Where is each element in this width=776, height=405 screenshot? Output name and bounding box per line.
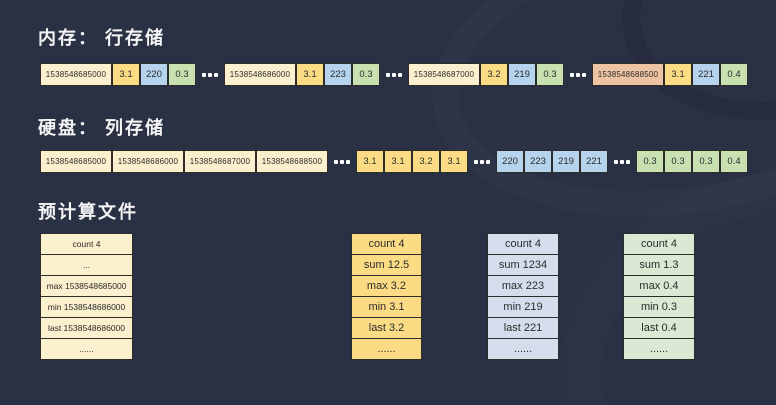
value-cell: 3.1 [664,63,692,86]
ellipsis-separator [570,72,586,77]
precomputed-table-series2: count 4 sum 1234 max 223 min 219 last 22… [487,233,559,360]
stat-row: min 219 [487,296,559,318]
stat-row: max 0.4 [623,275,695,297]
disk-row: 1538548685000 1538548686000 153854868700… [40,150,748,173]
timestamp-column-group: 1538548685000 1538548686000 153854868700… [40,150,328,173]
stat-row: max 3.2 [351,275,422,297]
stat-row: ...... [351,338,422,360]
stat-row: min 0.3 [623,296,695,318]
value-cell: 221 [580,150,608,173]
stat-row: ...... [487,338,559,360]
series3-column-group: 0.3 0.3 0.3 0.4 [636,150,748,173]
timestamp-cell: 1538548685000 [40,150,112,173]
precomputed-table-timestamp: count 4 ... max 1538548685000 min 153854… [40,233,133,360]
ellipsis-separator [474,159,490,164]
stat-row: count 4 [487,233,559,255]
value-cell: 3.1 [112,63,140,86]
ellipsis-separator [614,159,630,164]
value-cell: 0.3 [664,150,692,173]
stat-row: count 4 [623,233,695,255]
stat-row: ...... [40,338,133,360]
precomputed-table-series1: count 4 sum 12.5 max 3.2 min 3.1 last 3.… [351,233,422,360]
series1-column-group: 3.1 3.1 3.2 3.1 [356,150,468,173]
ellipsis-separator [386,72,402,77]
timestamp-cell: 1538548686000 [112,150,184,173]
value-cell: 0.3 [536,63,564,86]
timestamp-cell-highlighted: 1538548688500 [592,63,664,86]
timestamp-cell: 1538548685000 [40,63,112,86]
record-group: 1538548687000 3.2 219 0.3 [408,63,564,86]
stat-row: ...... [623,338,695,360]
value-cell: 223 [324,63,352,86]
stat-row: last 0.4 [623,317,695,339]
stat-row: ... [40,254,133,276]
value-cell: 221 [692,63,720,86]
memory-row: 1538548685000 3.1 220 0.3 1538548686000 … [40,63,748,86]
stat-row: min 3.1 [351,296,422,318]
value-cell: 0.3 [692,150,720,173]
stat-row: count 4 [351,233,422,255]
value-cell: 223 [524,150,552,173]
section-title-disk: 硬盘： 列存储 [38,118,166,138]
section-title-precomputed: 预计算文件 [38,202,138,222]
background-swirl [409,0,776,255]
value-cell: 3.1 [384,150,412,173]
ellipsis-separator [202,72,218,77]
stat-row: sum 12.5 [351,254,422,276]
stat-row: max 1538548685000 [40,275,133,297]
stat-row: sum 1234 [487,254,559,276]
value-cell: 3.2 [480,63,508,86]
section-title-memory: 内存： 行存储 [38,28,166,48]
value-cell: 3.1 [440,150,468,173]
series2-column-group: 220 223 219 221 [496,150,608,173]
stat-row: max 223 [487,275,559,297]
value-cell: 3.2 [412,150,440,173]
timestamp-cell: 1538548686000 [224,63,296,86]
timestamp-cell: 1538548687000 [408,63,480,86]
value-cell: 0.3 [168,63,196,86]
precomputed-table-series3: count 4 sum 1.3 max 0.4 min 0.3 last 0.4… [623,233,695,360]
value-cell: 219 [508,63,536,86]
ellipsis-separator [334,159,350,164]
value-cell: 0.3 [352,63,380,86]
value-cell: 3.1 [296,63,324,86]
stat-row: count 4 [40,233,133,255]
stat-row: min 1538548686000 [40,296,133,318]
stat-row: sum 1.3 [623,254,695,276]
stat-row: last 1538548686000 [40,317,133,339]
value-cell: 220 [140,63,168,86]
value-cell: 0.4 [720,63,748,86]
value-cell: 220 [496,150,524,173]
record-group: 1538548686000 3.1 223 0.3 [224,63,380,86]
value-cell: 0.4 [720,150,748,173]
value-cell: 0.3 [636,150,664,173]
timestamp-cell: 1538548687000 [184,150,256,173]
record-group: 1538548685000 3.1 220 0.3 [40,63,196,86]
timestamp-cell: 1538548688500 [256,150,328,173]
value-cell: 3.1 [356,150,384,173]
stat-row: last 221 [487,317,559,339]
record-group: 1538548688500 3.1 221 0.4 [592,63,748,86]
value-cell: 219 [552,150,580,173]
stat-row: last 3.2 [351,317,422,339]
